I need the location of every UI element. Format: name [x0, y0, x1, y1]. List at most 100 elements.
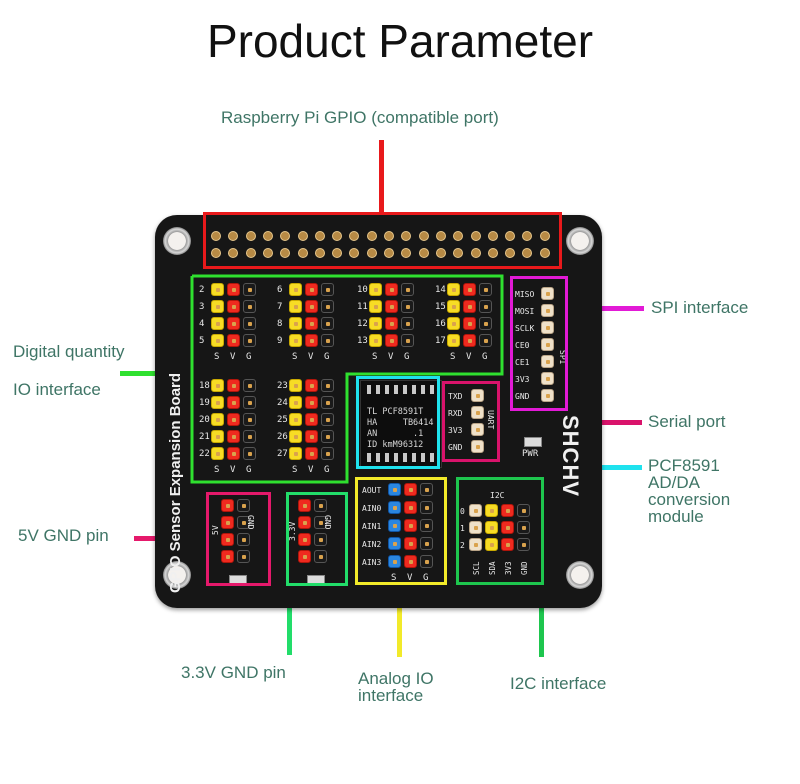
spi-pin-label: SCLK — [515, 324, 535, 333]
chip-leg — [385, 453, 389, 462]
5v-gnd-pin — [237, 550, 250, 563]
callout-33v-gnd: 3.3V GND pin — [181, 663, 286, 682]
spi-pin-label: 3V3 — [515, 375, 530, 384]
gnd-pin — [401, 283, 414, 296]
gpio-pin — [211, 248, 221, 258]
gnd-pin — [243, 447, 256, 460]
analog-pin-label: AIN3 — [362, 558, 382, 567]
spi-pin — [541, 372, 554, 385]
pin-column-label: S — [450, 352, 456, 362]
uart-pin-label: RXD — [448, 409, 463, 418]
chip-leg — [403, 385, 407, 394]
callout-pcf: PCF8591 AD/DA conversion module — [648, 457, 730, 525]
pin-column-label: V — [230, 352, 236, 362]
gnd-pin — [321, 396, 334, 409]
digital-pin-number: 15 — [435, 302, 446, 312]
callout-analog: Analog IO interface — [358, 670, 434, 704]
gpio-pin — [262, 231, 273, 241]
gpio-pin — [384, 248, 394, 258]
digital-pin-number: 3 — [199, 302, 205, 312]
gnd-pin — [479, 283, 492, 296]
gpio-pin — [470, 231, 481, 241]
signal-pin — [211, 413, 224, 426]
gnd-pin — [321, 283, 334, 296]
gpio-pin — [332, 248, 343, 258]
spi-pin-label: GND — [515, 392, 530, 401]
spi-pin-label: CE1 — [515, 358, 530, 367]
gpio-pin — [297, 248, 308, 258]
i2c-pin — [517, 504, 530, 517]
5v-highlight-box — [206, 492, 271, 586]
gpio-pin — [280, 248, 291, 258]
vcc-pin — [227, 283, 240, 296]
digital-pin-number: 25 — [277, 415, 288, 425]
gnd-pin — [479, 317, 492, 330]
gnd-pin — [479, 300, 492, 313]
5v-gnd-pin — [237, 499, 250, 512]
5v-pin — [221, 499, 234, 512]
uart-highlight-box — [442, 381, 500, 462]
gnd-pin — [321, 430, 334, 443]
pin-column-label: S — [292, 465, 298, 475]
signal-pin — [369, 334, 382, 347]
i2c-pin — [501, 538, 514, 551]
uart-pin — [471, 389, 484, 402]
signal-pin — [211, 447, 224, 460]
pin-column-label: S — [214, 352, 220, 362]
leader-line-spi — [567, 306, 644, 311]
i2c-pin — [501, 521, 514, 534]
signal-pin — [211, 430, 224, 443]
3v3-gnd-pin — [314, 516, 327, 529]
analog-column-label: S — [391, 573, 397, 583]
vcc-pin — [305, 447, 318, 460]
pin-column-label: V — [308, 465, 314, 475]
gpio-pin — [539, 231, 550, 241]
callout-spi: SPI interface — [651, 298, 749, 317]
5v-pin — [221, 550, 234, 563]
digital-pin-number: 2 — [199, 285, 205, 295]
pin-column-label: G — [246, 465, 252, 475]
i2c-label: I2C — [490, 491, 505, 500]
gpio-highlight-box — [203, 212, 562, 269]
analog-vcc-pin — [404, 555, 417, 568]
spi-pin-label: MOSI — [515, 307, 535, 316]
i2c-row-label: 2 — [460, 541, 465, 550]
gpio-pin — [487, 231, 498, 241]
signal-pin — [211, 283, 224, 296]
chip-leg — [412, 385, 416, 394]
gnd-pin — [401, 300, 414, 313]
signal-pin — [289, 334, 302, 347]
gpio-pin — [522, 248, 533, 258]
analog-pin-label: AIN2 — [362, 540, 382, 549]
digital-pin-number: 4 — [199, 319, 205, 329]
gpio-pin — [228, 248, 239, 258]
gpio-pin — [211, 231, 221, 241]
gnd-pin — [321, 379, 334, 392]
gnd-pin — [243, 396, 256, 409]
analog-pin-label: AOUT — [362, 486, 382, 495]
mount-hole-top-right — [566, 227, 594, 255]
vcc-pin — [463, 317, 476, 330]
analog-gnd-pin — [420, 483, 433, 496]
uart-pin — [471, 423, 484, 436]
chip-leg — [394, 385, 398, 394]
gpio-pin — [228, 231, 239, 241]
vcc-pin — [463, 283, 476, 296]
gnd-pin — [479, 334, 492, 347]
gnd-pin — [321, 317, 334, 330]
spi-pin — [541, 338, 554, 351]
5v-gnd-pin — [237, 533, 250, 546]
leader-line-analog — [397, 585, 402, 657]
digital-outline-shape — [190, 274, 504, 484]
digital-pin-number: 23 — [277, 381, 288, 391]
leader-line-gpio — [379, 140, 384, 212]
gpio-pin — [280, 231, 291, 241]
analog-vcc-pin — [404, 501, 417, 514]
gpio-pin — [418, 248, 429, 258]
gnd-pin — [321, 447, 334, 460]
3v3-gnd-pin — [314, 499, 327, 512]
chip-leg — [430, 453, 434, 462]
3v3-pin — [298, 550, 311, 563]
chip-leg — [421, 453, 425, 462]
